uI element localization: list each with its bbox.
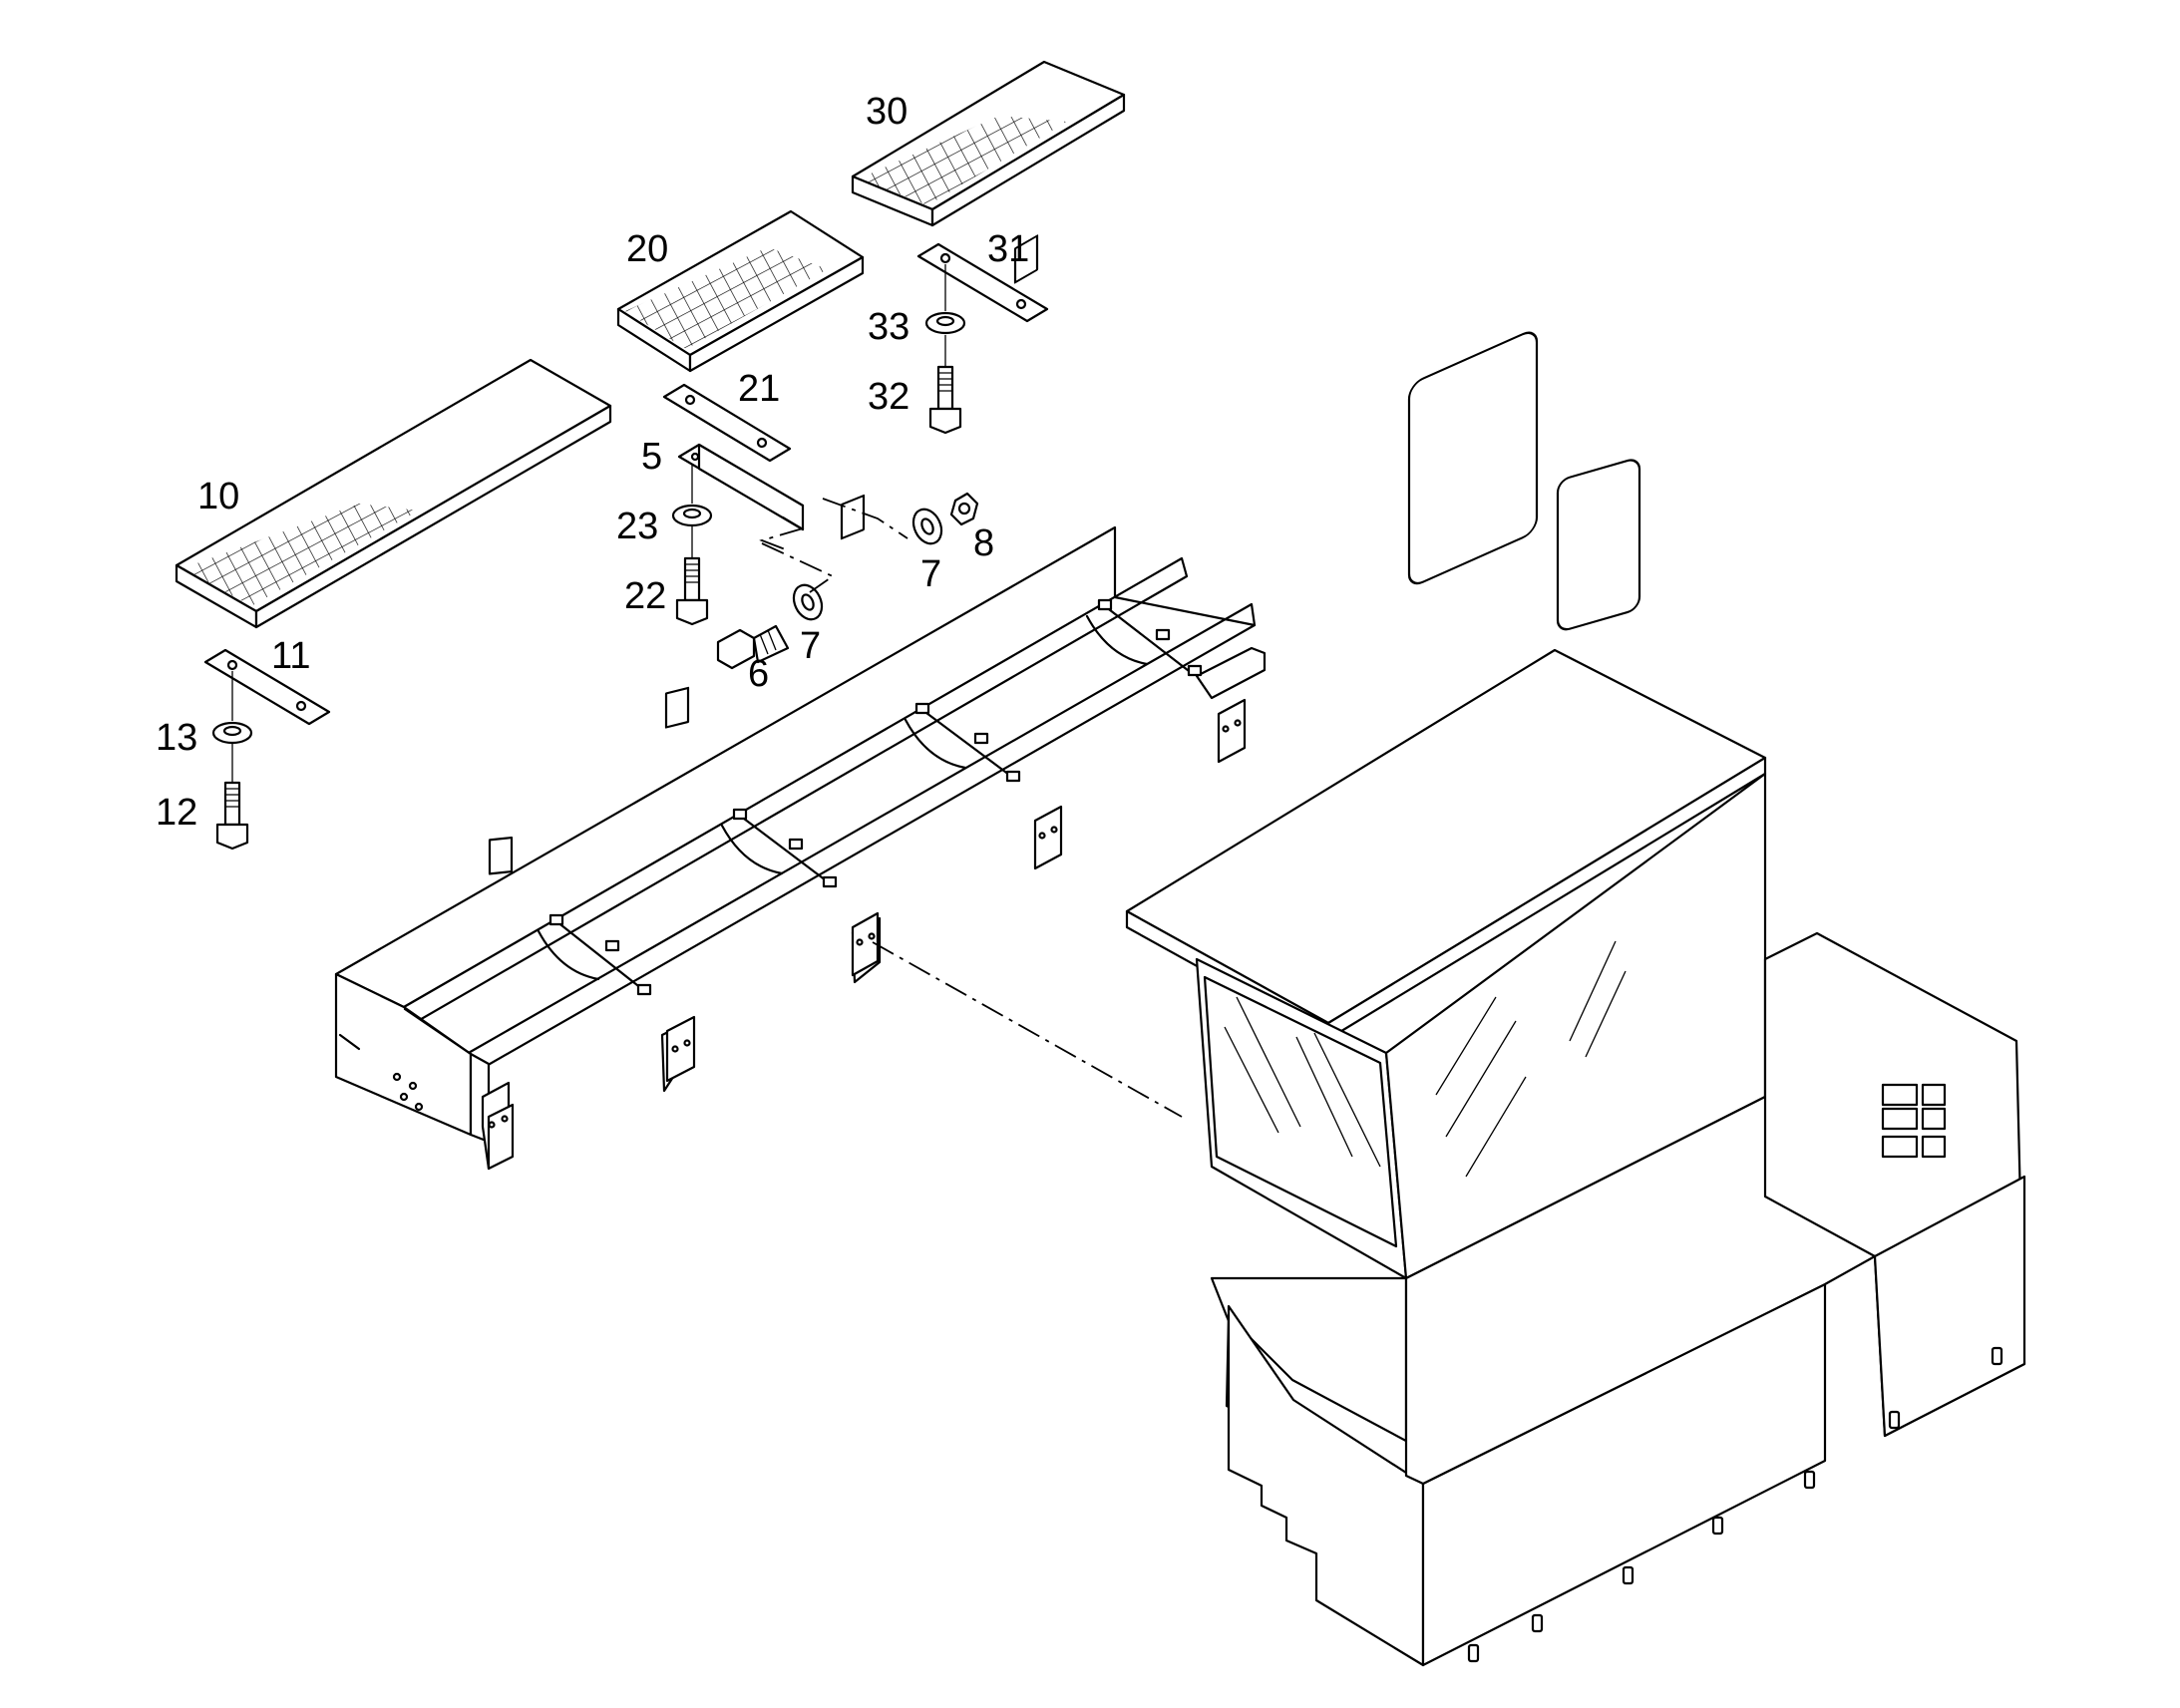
callout-5: 5 — [641, 436, 662, 478]
callout-labels: 30 20 31 33 32 21 5 10 23 8 7 22 7 6 11 … — [156, 91, 1029, 834]
callout-13: 13 — [156, 717, 197, 759]
walkway-frame — [334, 234, 1267, 1171]
step-plate-20 — [616, 209, 865, 373]
bolt-32 — [928, 335, 962, 435]
bracket-21 — [662, 383, 792, 463]
bolt-22 — [675, 526, 709, 626]
callout-7-lower: 7 — [800, 625, 821, 667]
callout-21: 21 — [738, 368, 780, 410]
callout-33: 33 — [868, 306, 909, 348]
callout-12: 12 — [156, 792, 197, 834]
callout-23: 23 — [616, 506, 658, 547]
washer-7-lower — [792, 583, 824, 621]
callout-20: 20 — [626, 228, 668, 270]
bolt-12 — [215, 744, 249, 851]
bracket-31 — [916, 242, 1049, 323]
machine-cab — [1125, 331, 2026, 1667]
angle-bracket-5 — [677, 443, 805, 531]
callout-11: 11 — [271, 635, 310, 677]
washer-33 — [924, 264, 966, 335]
washer-13 — [211, 671, 253, 745]
washer-7-upper — [911, 508, 943, 545]
callout-8: 8 — [973, 522, 994, 564]
callout-30: 30 — [866, 91, 908, 133]
callout-10: 10 — [197, 476, 239, 517]
step-plate-30 — [851, 60, 1126, 227]
washer-23 — [671, 464, 713, 527]
callout-22: 22 — [624, 575, 666, 617]
hinge — [1881, 1083, 1947, 1159]
bracket-11 — [203, 648, 331, 726]
bolt-6 — [716, 624, 790, 670]
callout-32: 32 — [868, 376, 909, 418]
step-plate-10 — [175, 358, 612, 629]
callout-7-upper: 7 — [920, 553, 941, 595]
nut-8 — [949, 492, 979, 526]
assembly-leaders — [759, 498, 1183, 1118]
callout-6: 6 — [748, 653, 769, 695]
callout-31: 31 — [987, 228, 1029, 270]
